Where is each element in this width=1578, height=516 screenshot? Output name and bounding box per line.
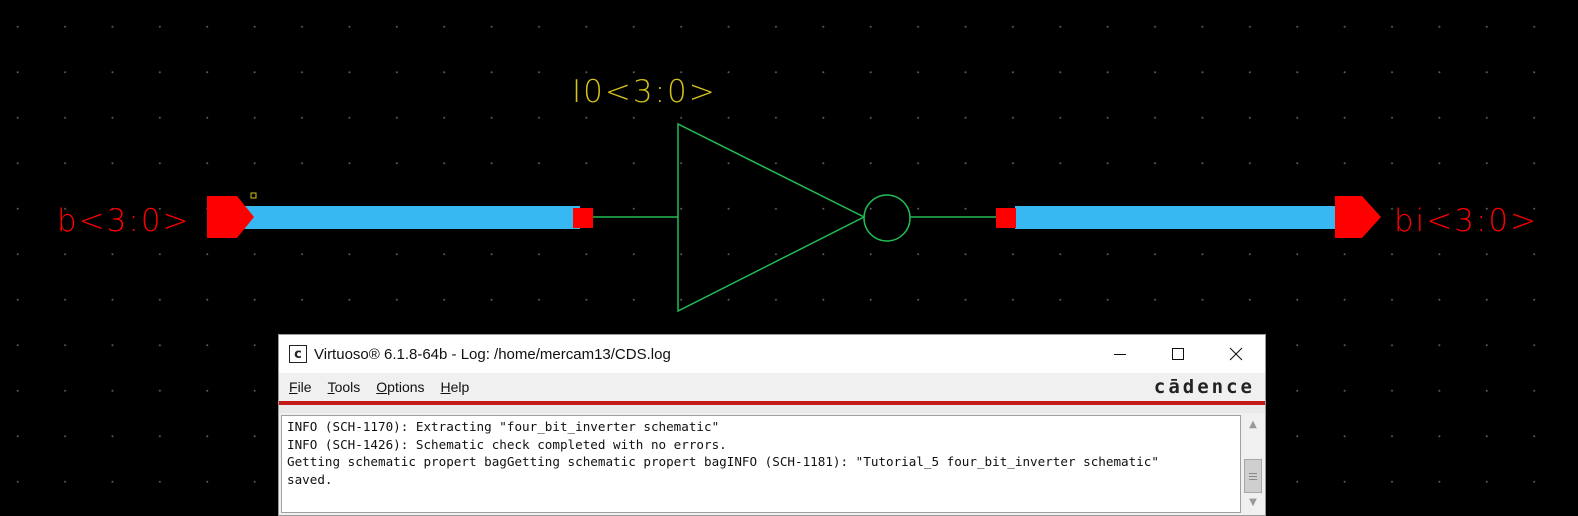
log-scrollbar[interactable]: ▲ ▼ [1243,415,1263,513]
log-line: saved. [287,471,333,487]
log-window[interactable]: c Virtuoso® 6.1.8-64b - Log: /home/merca… [278,334,1266,516]
log-line: INFO (SCH-1170): Extracting "four_bit_in… [287,419,720,434]
maximize-icon [1172,348,1184,360]
title-bar[interactable]: c Virtuoso® 6.1.8-64b - Log: /home/merca… [279,335,1265,373]
menu-bar: File Tools Options Help cādence [279,373,1265,401]
minimize-icon [1114,354,1126,355]
instance-label[interactable]: I0<3:0> [572,74,717,110]
scroll-up-icon[interactable]: ▲ [1244,417,1262,433]
scroll-down-icon[interactable]: ▼ [1244,495,1262,511]
menu-tools[interactable]: Tools [327,379,361,395]
scroll-thumb[interactable] [1244,459,1262,493]
input-pin-label[interactable]: b<3:0> [57,203,191,239]
inverter-bubble [863,194,911,242]
cadence-app-icon: c [289,345,307,363]
input-bus-wire[interactable] [234,206,580,229]
close-icon [1229,347,1243,361]
input-pin[interactable] [207,196,254,238]
close-button[interactable] [1207,335,1265,373]
inverter-output-terminal[interactable] [996,208,1016,228]
menu-help[interactable]: Help [440,379,470,395]
cadence-logo: cādence [1153,376,1255,398]
menu-options[interactable]: Options [376,379,425,395]
separator [279,405,1265,413]
brand-accent-bar [279,401,1265,405]
output-bus-wire[interactable] [1015,206,1337,229]
maximize-button[interactable] [1149,335,1207,373]
log-line: INFO (SCH-1426): Schematic check complet… [287,436,727,452]
log-output[interactable]: INFO (SCH-1170): Extracting "four_bit_in… [281,415,1241,513]
window-title: Virtuoso® 6.1.8-64b - Log: /home/mercam1… [314,345,671,363]
inverter-gate[interactable] [677,122,866,313]
inverter-input-terminal[interactable] [573,208,593,228]
output-pin[interactable] [1335,196,1381,238]
selection-marker [250,192,257,199]
output-pin-label[interactable]: bi<3:0> [1394,203,1538,239]
log-line: Getting schematic propert bagGetting sch… [287,454,1159,469]
minimize-button[interactable] [1091,335,1149,373]
menu-file[interactable]: File [289,379,312,395]
